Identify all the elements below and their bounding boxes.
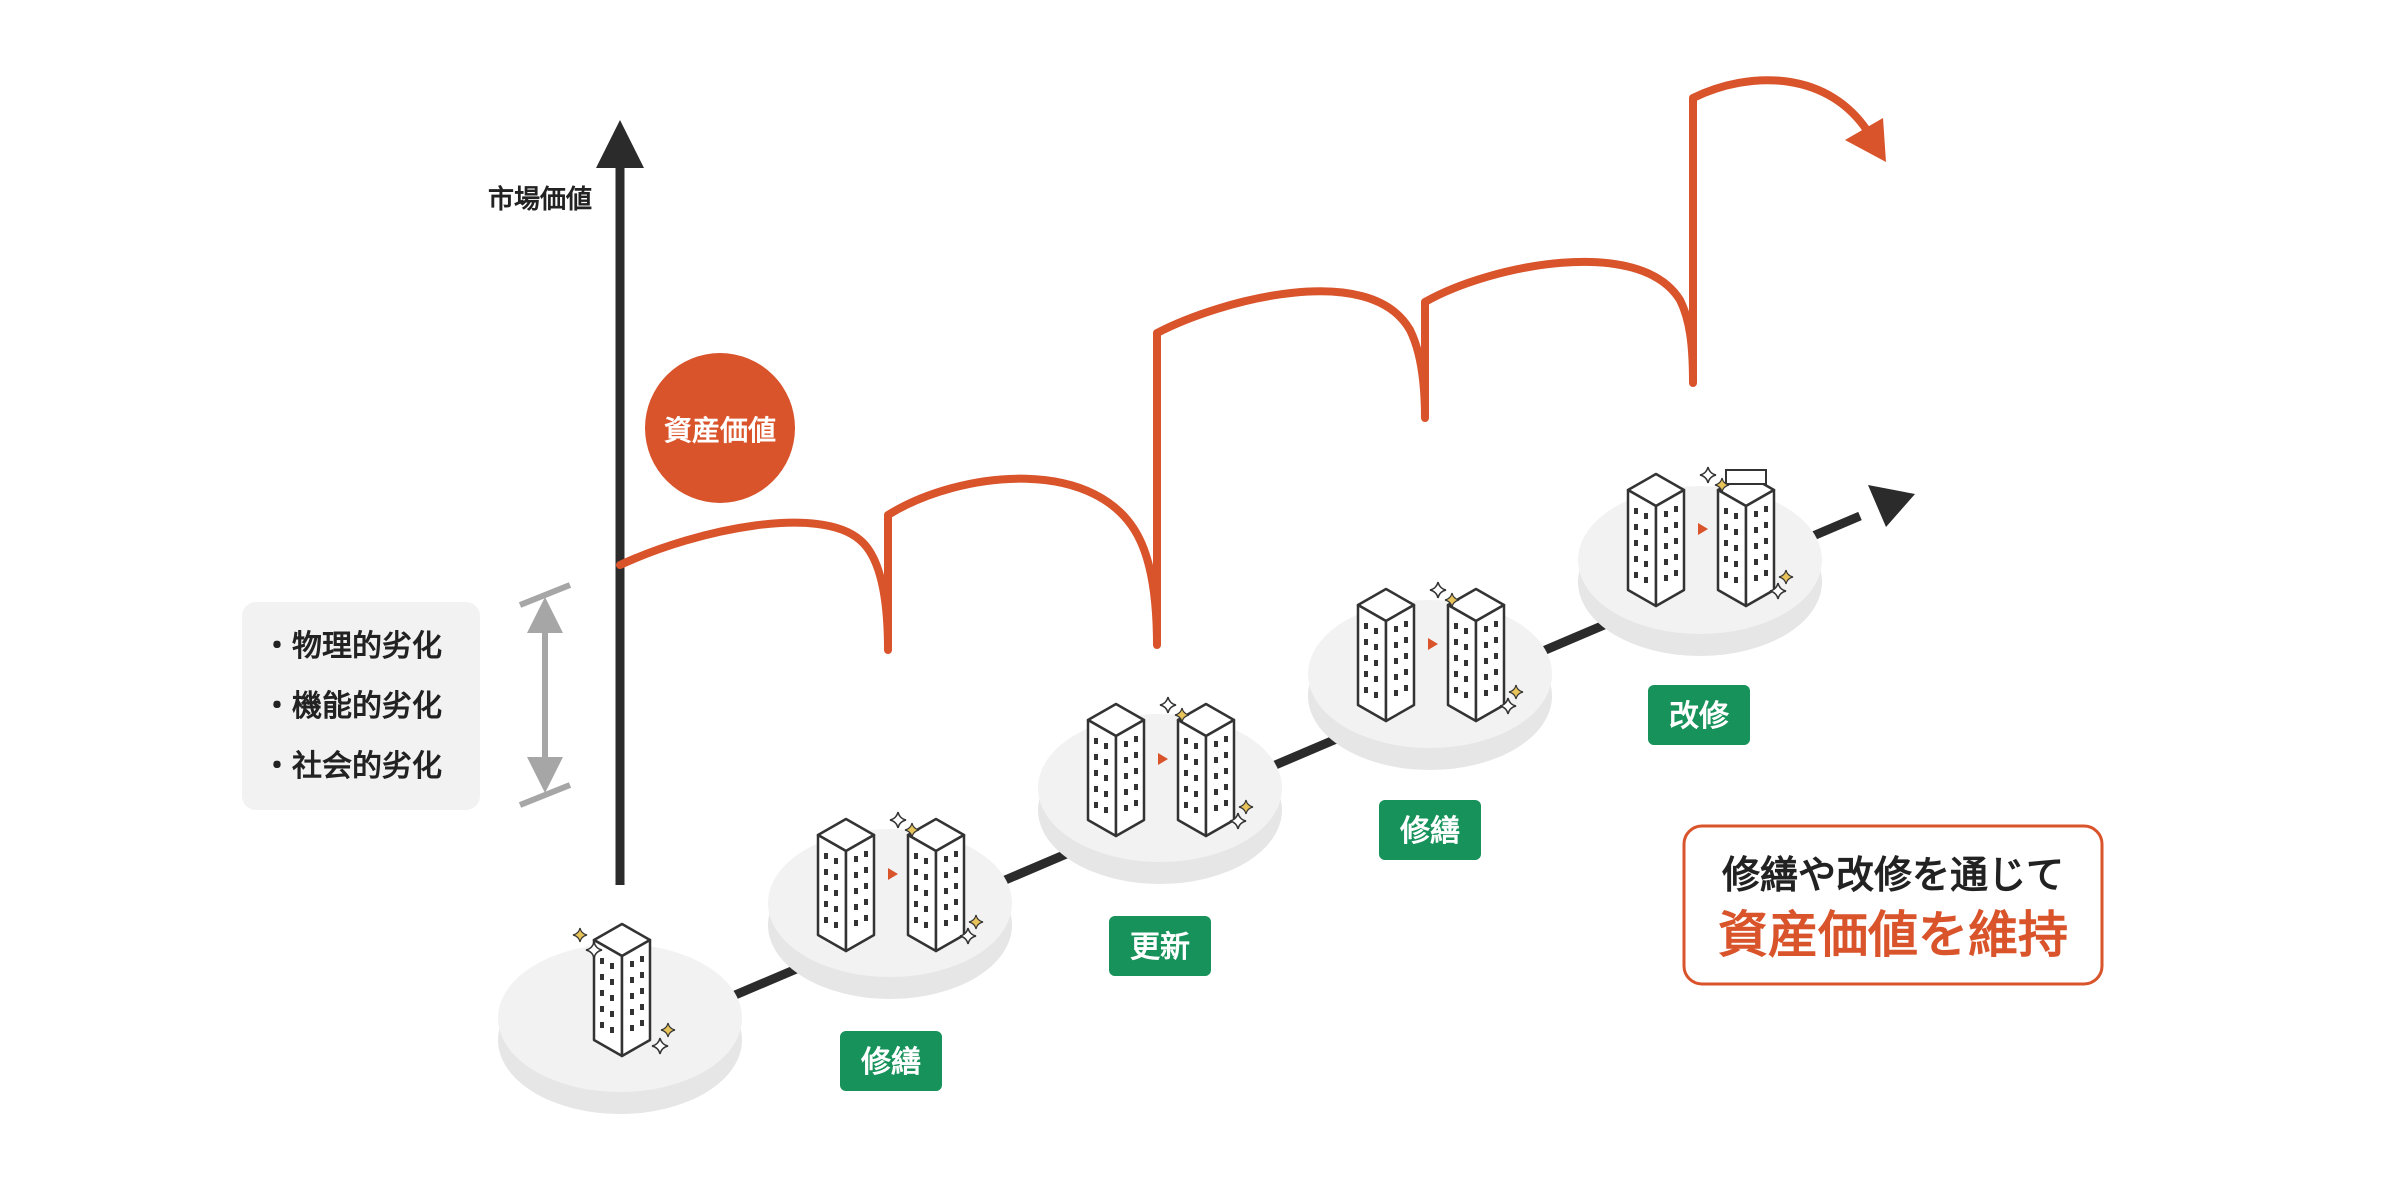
- callout-box: [1682, 824, 2104, 986]
- svg-text:更新: 更新: [1130, 930, 1190, 965]
- svg-text:修繕: 修繕: [860, 1045, 921, 1080]
- asset-value-curve: [616, 76, 1874, 654]
- degradation-factors-box: [242, 602, 480, 810]
- callout-line-2: 資産価値を維持: [1718, 906, 2068, 964]
- callout-line-1: 修繕や改修を通じて: [1722, 853, 2064, 897]
- svg-text:改修: 改修: [1669, 699, 1730, 734]
- building-pair-stage-2-icon: [1086, 696, 1254, 838]
- stage-2-label: 更新: [1109, 916, 1211, 976]
- market-value-axis-arrowhead-icon: [596, 120, 644, 168]
- timeline-arrowhead-icon: [1868, 485, 1915, 527]
- stage-4-label: 改修: [1648, 685, 1750, 745]
- degradation-range-arrow-icon: [518, 582, 572, 808]
- building-pair-stage-1-icon: [816, 811, 984, 953]
- platform-stage-2: [1038, 714, 1282, 884]
- degradation-factor-functional: ・機能的劣化: [262, 689, 442, 724]
- asset-value-curve-arrowhead-icon: [1845, 118, 1886, 162]
- platform-stage-1: [768, 829, 1012, 999]
- degradation-factor-physical: ・物理的劣化: [262, 629, 442, 664]
- building-pair-stage-4-icon: [1626, 466, 1794, 608]
- asset-value-badge: [645, 353, 795, 503]
- svg-text:修繕: 修繕: [1399, 814, 1460, 849]
- degradation-factor-social: ・社会的劣化: [262, 749, 442, 784]
- building-pair-stage-3-icon: [1356, 581, 1524, 723]
- asset-value-badge-text: 資産価値: [664, 414, 776, 447]
- market-value-axis-label: 市場価値: [488, 184, 592, 215]
- stage-3-label: 修繕: [1379, 800, 1481, 860]
- stage-1-label: 修繕: [840, 1031, 942, 1091]
